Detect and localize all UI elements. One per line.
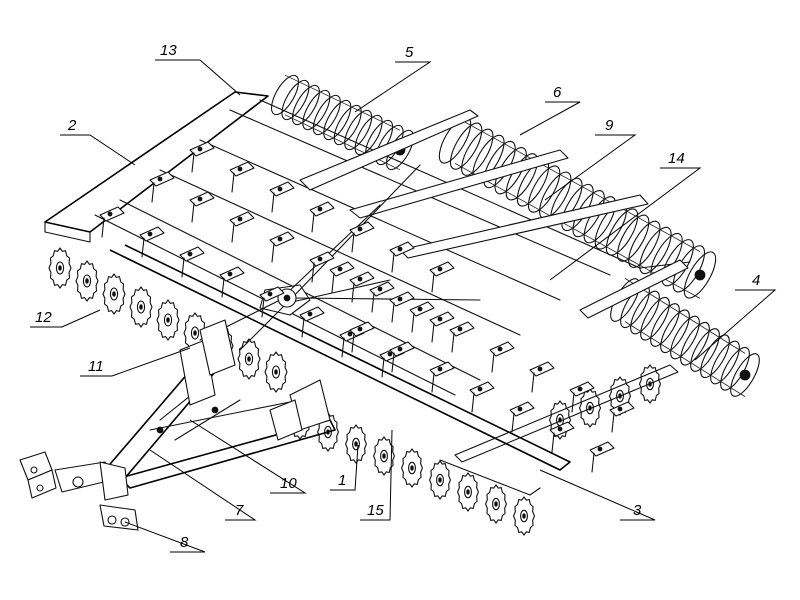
callout-1: 1 — [338, 472, 346, 489]
callout-9: 9 — [605, 117, 614, 134]
callout-3: 3 — [633, 502, 642, 519]
callout-11: 11 — [88, 358, 104, 375]
roller-5 — [270, 74, 415, 171]
callout-7: 7 — [235, 502, 244, 519]
callout-6: 6 — [553, 84, 562, 101]
hitch-coupler — [19, 451, 139, 531]
disc-gang-front — [48, 247, 288, 393]
callout-15: 15 — [367, 502, 384, 519]
callout-12: 12 — [35, 309, 52, 326]
tine-brackets — [99, 141, 635, 473]
callout-14: 14 — [668, 150, 685, 167]
callout-10: 10 — [280, 475, 297, 492]
callout-5: 5 — [405, 44, 414, 61]
callout-2: 2 — [67, 117, 77, 134]
callout-8: 8 — [180, 534, 189, 551]
callout-13: 13 — [160, 42, 177, 59]
rear-roller-6 — [438, 116, 717, 299]
callout-leaders — [30, 59, 777, 553]
drawbar — [104, 319, 336, 489]
callout-4: 4 — [752, 272, 760, 289]
main-frame — [44, 91, 691, 496]
